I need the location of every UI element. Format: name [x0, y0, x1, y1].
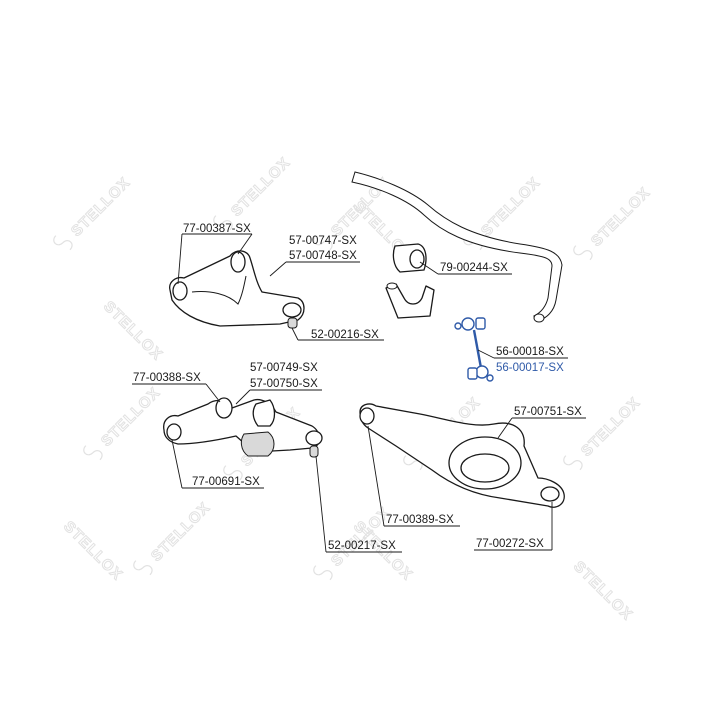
svg-text:STELLOX: STELLOX [570, 558, 636, 624]
stellox-watermarks: STELLOX STELLOX STELLOX STELLOX STELLOX … [53, 154, 654, 624]
svg-text:STELLOX: STELLOX [60, 518, 126, 584]
upper-ball-joint-housing [282, 302, 302, 318]
watermark-6: STELLOX [100, 297, 167, 364]
watermark-1: STELLOX [53, 174, 134, 251]
svg-text:STELLOX: STELLOX [100, 298, 166, 364]
svg-text:STELLOX: STELLOX [68, 174, 134, 240]
part-labels: 77-00387-SX 57-00747-SX 57-00748-SX 52-0… [133, 223, 582, 552]
label-77-00389-sx: 77-00389-SX [386, 514, 454, 526]
label-56-00018-sx: 56-00018-SX [496, 346, 564, 358]
label-52-00217-sx: 52-00217-SX [328, 540, 396, 552]
upper-control-arm [169, 250, 305, 329]
lower-arm-rear-bushing [166, 423, 182, 441]
label-56-00017-sx: 56-00017-SX [496, 362, 564, 374]
upper-arm-rear-bushing [172, 281, 188, 301]
label-57-00749-sx: 57-00749-SX [250, 362, 318, 374]
label-57-00751-sx: 57-00751-SX [514, 406, 582, 418]
watermark-12: STELLOX [60, 517, 127, 584]
label-57-00748-sx: 57-00748-SX [289, 250, 357, 262]
lower-ball-joint-stud [309, 445, 319, 458]
watermark-8: STELLOX [83, 384, 164, 461]
rear-arm-outer-bushing [540, 486, 560, 502]
svg-text:STELLOX: STELLOX [588, 184, 654, 250]
svg-text:STELLOX: STELLOX [98, 384, 164, 450]
label-57-00750-sx: 57-00750-SX [250, 378, 318, 390]
label-77-00387-sx: 77-00387-SX [183, 223, 251, 235]
watermark-2: STELLOX [213, 154, 294, 231]
leader-lines [132, 233, 586, 553]
lower-control-arm [163, 397, 323, 458]
lower-ball-joint-housing [305, 430, 323, 446]
label-52-00216-sx: 52-00216-SX [311, 329, 379, 341]
label-77-00272-sx: 77-00272-SX [476, 538, 544, 550]
label-79-00244-sx: 79-00244-SX [440, 262, 508, 274]
svg-text:STELLOX: STELLOX [148, 499, 214, 565]
stabilizer-link [454, 317, 494, 382]
stabilizer-bar [351, 171, 563, 323]
stabilizer-bar-end-eye [533, 313, 545, 323]
svg-text:STELLOX: STELLOX [578, 394, 644, 460]
rear-arm-inner-bushing [359, 407, 375, 425]
rear-lower-arm [359, 403, 565, 508]
upper-ball-joint-stud [287, 317, 298, 329]
label-77-00691-sx: 77-00691-SX [192, 476, 260, 488]
spring-seat-inner [460, 453, 510, 483]
watermark-16: STELLOX [570, 557, 637, 624]
stabilizer-bushing-bracket [385, 282, 435, 319]
watermark-5: STELLOX [573, 184, 654, 261]
label-57-00747-sx: 57-00747-SX [289, 235, 357, 247]
svg-text:STELLOX: STELLOX [478, 174, 544, 240]
upper-arm-front-bushing [230, 251, 246, 273]
lower-arm-spring-seat [240, 431, 275, 457]
watermark-11: STELLOX [563, 394, 644, 471]
lower-arm-mount-bracket [252, 399, 276, 427]
stabilizer-bushing [392, 243, 427, 273]
watermark-14: STELLOX [133, 499, 214, 576]
lower-arm-front-bushing [215, 397, 233, 419]
svg-text:STELLOX: STELLOX [228, 154, 294, 220]
label-77-00388-sx: 77-00388-SX [133, 372, 201, 384]
